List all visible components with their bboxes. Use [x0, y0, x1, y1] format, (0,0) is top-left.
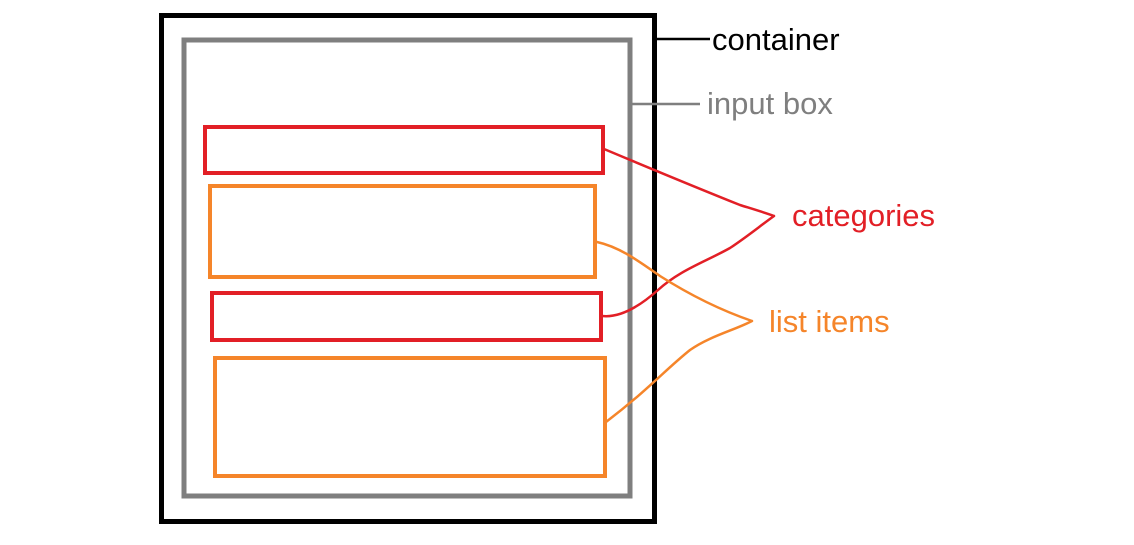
list-items-bracket: [595, 240, 754, 424]
categories-bracket: [600, 147, 776, 318]
list-item-box: [213, 356, 607, 478]
input-box: [181, 37, 633, 499]
container-box: [159, 13, 657, 524]
list-items-label: list items: [769, 304, 890, 339]
input-box-label: input box: [707, 86, 833, 121]
categories-label: categories: [792, 198, 935, 233]
category-box: [210, 291, 603, 342]
container-label: container: [712, 22, 840, 57]
category-box: [203, 125, 605, 175]
list-item-box: [208, 184, 597, 279]
